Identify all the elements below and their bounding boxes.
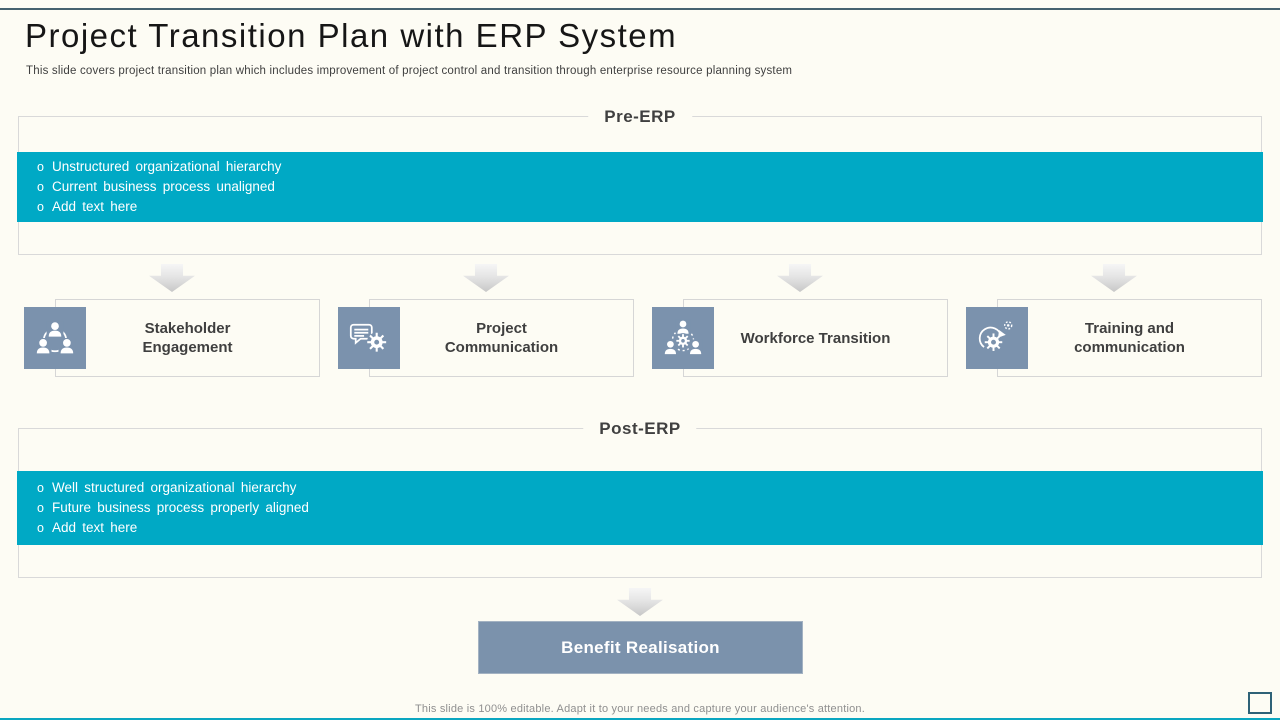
bullet-marker: o — [37, 501, 44, 515]
bullet-item: o Current business process unaligned — [37, 177, 1263, 197]
down-arrow-icon — [617, 588, 663, 616]
pre-erp-banner: o Unstructured organizational hierarchy o… — [17, 152, 1263, 222]
project-communication-icon — [338, 307, 400, 369]
card-stakeholder-engagement: Stakeholder Engagement — [24, 299, 320, 377]
bullet-marker: o — [37, 200, 44, 214]
bullet-item: o Well structured organizational hierarch… — [37, 478, 1263, 498]
bullet-text: Current business process unaligned — [52, 179, 275, 194]
down-arrow-icon — [777, 264, 823, 292]
bullet-marker: o — [37, 160, 44, 174]
training-communication-icon — [966, 307, 1028, 369]
arrows-row — [24, 264, 1262, 292]
bullet-text: Well structured organizational hierarchy — [52, 480, 297, 495]
post-erp-section: Post-ERP o Well structured organizational… — [17, 416, 1263, 578]
bottom-border-line — [0, 718, 1280, 720]
down-arrow-icon — [463, 264, 509, 292]
pre-erp-section: Pre-ERP o Unstructured organizational hie… — [17, 104, 1263, 255]
down-arrow-icon — [1091, 264, 1137, 292]
page-title: Project Transition Plan with ERP System — [25, 17, 678, 54]
card-project-communication: Project Communication — [338, 299, 634, 377]
benefit-realisation-label: Benefit Realisation — [561, 637, 720, 657]
post-erp-heading: Post-ERP — [583, 416, 697, 441]
corner-placeholder-square — [1248, 692, 1272, 714]
workforce-transition-icon — [652, 307, 714, 369]
bullet-text: Add text here — [52, 520, 138, 535]
benefit-realisation-box: Benefit Realisation — [478, 621, 803, 674]
post-erp-banner: o Well structured organizational hierarch… — [17, 471, 1263, 545]
card-workforce-transition: Workforce Transition — [652, 299, 948, 377]
pre-erp-heading: Pre-ERP — [588, 104, 692, 129]
bullet-marker: o — [37, 521, 44, 535]
card-label: Training and communication — [1074, 320, 1185, 356]
bullet-text: Future business process properly aligned — [52, 500, 309, 515]
card-label: Project Communication — [444, 320, 559, 356]
stakeholder-engagement-icon — [24, 307, 86, 369]
card-label: Workforce Transition — [740, 329, 891, 347]
bullet-text: Add text here — [52, 199, 138, 214]
bullet-marker: o — [37, 481, 44, 495]
down-arrow-icon — [149, 264, 195, 292]
bullet-item: o Future business process properly aligne… — [37, 498, 1263, 518]
page-subtitle: This slide covers project transition pla… — [26, 65, 793, 77]
bullet-text: Unstructured organizational hierarchy — [52, 159, 282, 174]
bullet-item: o Add text here — [37, 518, 1263, 538]
pre-erp-bullet-list: o Unstructured organizational hierarchy o… — [17, 157, 1263, 217]
top-border-line — [0, 8, 1280, 10]
card-training-communication: Training and communication — [966, 299, 1262, 377]
bullet-item: o Unstructured organizational hierarchy — [37, 157, 1263, 177]
cards-row: Stakeholder Engagement Pr — [24, 299, 1262, 377]
post-erp-bullet-list: o Well structured organizational hierarch… — [17, 478, 1263, 538]
bullet-item: o Add text here — [37, 197, 1263, 217]
card-label: Stakeholder Engagement — [142, 320, 233, 356]
bullet-marker: o — [37, 180, 44, 194]
footer-note: This slide is 100% editable. Adapt it to… — [415, 703, 865, 715]
